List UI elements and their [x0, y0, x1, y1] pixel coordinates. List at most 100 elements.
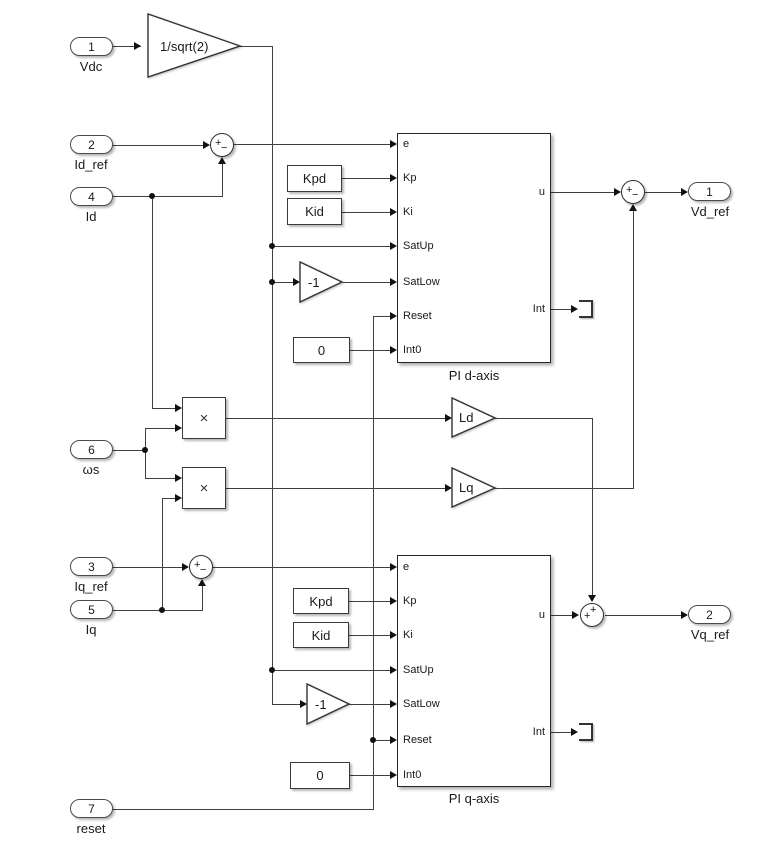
wire[interactable]: [495, 418, 593, 419]
wire[interactable]: [350, 775, 390, 776]
wire[interactable]: [633, 211, 634, 488]
inport-number: 5: [88, 602, 95, 617]
pi-d-axis-block[interactable]: e Kp Ki SatUp SatLow Reset Int0 u Int: [397, 133, 551, 363]
sum-d-error[interactable]: + −: [210, 133, 234, 157]
sum-vd[interactable]: + −: [621, 180, 645, 204]
wire[interactable]: [350, 350, 390, 351]
wire[interactable]: [145, 428, 175, 429]
wire[interactable]: [349, 601, 390, 602]
wire[interactable]: [645, 192, 681, 193]
wire[interactable]: [213, 567, 390, 568]
gain-inv-sqrt2[interactable]: 1/sqrt(2): [147, 13, 242, 79]
wire[interactable]: [234, 144, 390, 145]
branch-dot: [269, 667, 275, 673]
sum-sign-plus: +: [194, 559, 201, 571]
wire[interactable]: [495, 488, 634, 489]
wire[interactable]: [551, 192, 614, 193]
wire[interactable]: [202, 586, 203, 610]
branch-dot: [269, 243, 275, 249]
arrowhead: [203, 141, 210, 149]
pi-input-label: SatUp: [403, 240, 434, 252]
gain-label: -1: [315, 697, 327, 712]
inport-number: 6: [88, 442, 95, 457]
arrowhead: [390, 631, 397, 639]
wire[interactable]: [113, 450, 146, 451]
pi-q-axis-block[interactable]: e Kp Ki SatUp SatLow Reset Int0 u Int: [397, 555, 551, 787]
constant-kpd-q[interactable]: Kpd: [293, 588, 349, 614]
product-w-iq[interactable]: ×: [182, 467, 226, 509]
arrowhead: [390, 736, 397, 744]
wire[interactable]: [373, 316, 374, 809]
wire[interactable]: [113, 145, 203, 146]
arrowhead: [390, 346, 397, 354]
wire[interactable]: [348, 704, 390, 705]
wire[interactable]: [113, 809, 374, 810]
wire[interactable]: [152, 408, 175, 409]
wire[interactable]: [113, 196, 223, 197]
gain-ld[interactable]: Ld: [451, 397, 497, 439]
sum-q-error[interactable]: + −: [189, 555, 213, 579]
gain-neg1-q[interactable]: -1: [306, 683, 351, 726]
wire[interactable]: [145, 478, 175, 479]
wire[interactable]: [162, 498, 163, 610]
wire[interactable]: [272, 46, 273, 704]
inport-iq-ref[interactable]: 3: [70, 557, 113, 576]
wire[interactable]: [551, 615, 572, 616]
wire[interactable]: [145, 428, 146, 478]
wire[interactable]: [272, 246, 390, 247]
wire[interactable]: [551, 309, 571, 310]
inport-vdc[interactable]: 1: [70, 37, 113, 56]
wire[interactable]: [226, 418, 445, 419]
wire[interactable]: [342, 178, 390, 179]
wire[interactable]: [226, 488, 445, 489]
wire[interactable]: [349, 635, 390, 636]
constant-zero-d[interactable]: 0: [293, 337, 350, 363]
wire[interactable]: [373, 316, 390, 317]
constant-kid-d[interactable]: Kid: [287, 198, 342, 225]
inport-id[interactable]: 4: [70, 187, 113, 206]
inport-ws[interactable]: 6: [70, 440, 113, 459]
pi-input-label: Ki: [403, 629, 413, 641]
inport-label-reset: reset: [76, 821, 106, 836]
sum-sign-minus: −: [632, 189, 639, 201]
wire[interactable]: [342, 212, 390, 213]
sum-vq[interactable]: + +: [580, 603, 604, 627]
inport-reset[interactable]: 7: [70, 799, 113, 818]
constant-kpd-d[interactable]: Kpd: [287, 165, 342, 192]
arrowhead: [445, 484, 452, 492]
wire[interactable]: [240, 46, 273, 47]
wire[interactable]: [272, 282, 293, 283]
constant-zero-q[interactable]: 0: [290, 762, 350, 789]
pi-q-axis-name: PI q-axis: [448, 791, 500, 806]
gain-lq[interactable]: Lq: [451, 467, 497, 509]
arrowhead: [681, 611, 688, 619]
constant-kid-q[interactable]: Kid: [293, 622, 349, 648]
product-w-id[interactable]: ×: [182, 397, 226, 439]
arrowhead: [390, 140, 397, 148]
multiply-icon: ×: [199, 479, 209, 497]
wire[interactable]: [113, 567, 182, 568]
inport-label-vdc: Vdc: [79, 59, 103, 74]
outport-vd-ref[interactable]: 1: [688, 182, 731, 201]
terminator-q-int[interactable]: [579, 723, 593, 741]
wire[interactable]: [113, 46, 141, 47]
wire[interactable]: [272, 670, 390, 671]
terminator-d-int[interactable]: [579, 300, 593, 318]
wire[interactable]: [592, 418, 593, 596]
wire[interactable]: [152, 196, 153, 408]
wire[interactable]: [222, 164, 223, 197]
inport-label-ws: ωs: [82, 462, 100, 477]
wire[interactable]: [162, 498, 175, 499]
wire[interactable]: [272, 704, 300, 705]
pi-input-label: Reset: [403, 734, 432, 746]
inport-number: 7: [88, 801, 95, 816]
wire[interactable]: [373, 740, 390, 741]
gain-neg1-d[interactable]: -1: [299, 261, 344, 304]
inport-iq[interactable]: 5: [70, 600, 113, 619]
wire[interactable]: [113, 610, 203, 611]
outport-vq-ref[interactable]: 2: [688, 605, 731, 624]
wire[interactable]: [551, 732, 571, 733]
inport-id-ref[interactable]: 2: [70, 135, 113, 154]
wire[interactable]: [605, 615, 681, 616]
wire[interactable]: [343, 282, 390, 283]
